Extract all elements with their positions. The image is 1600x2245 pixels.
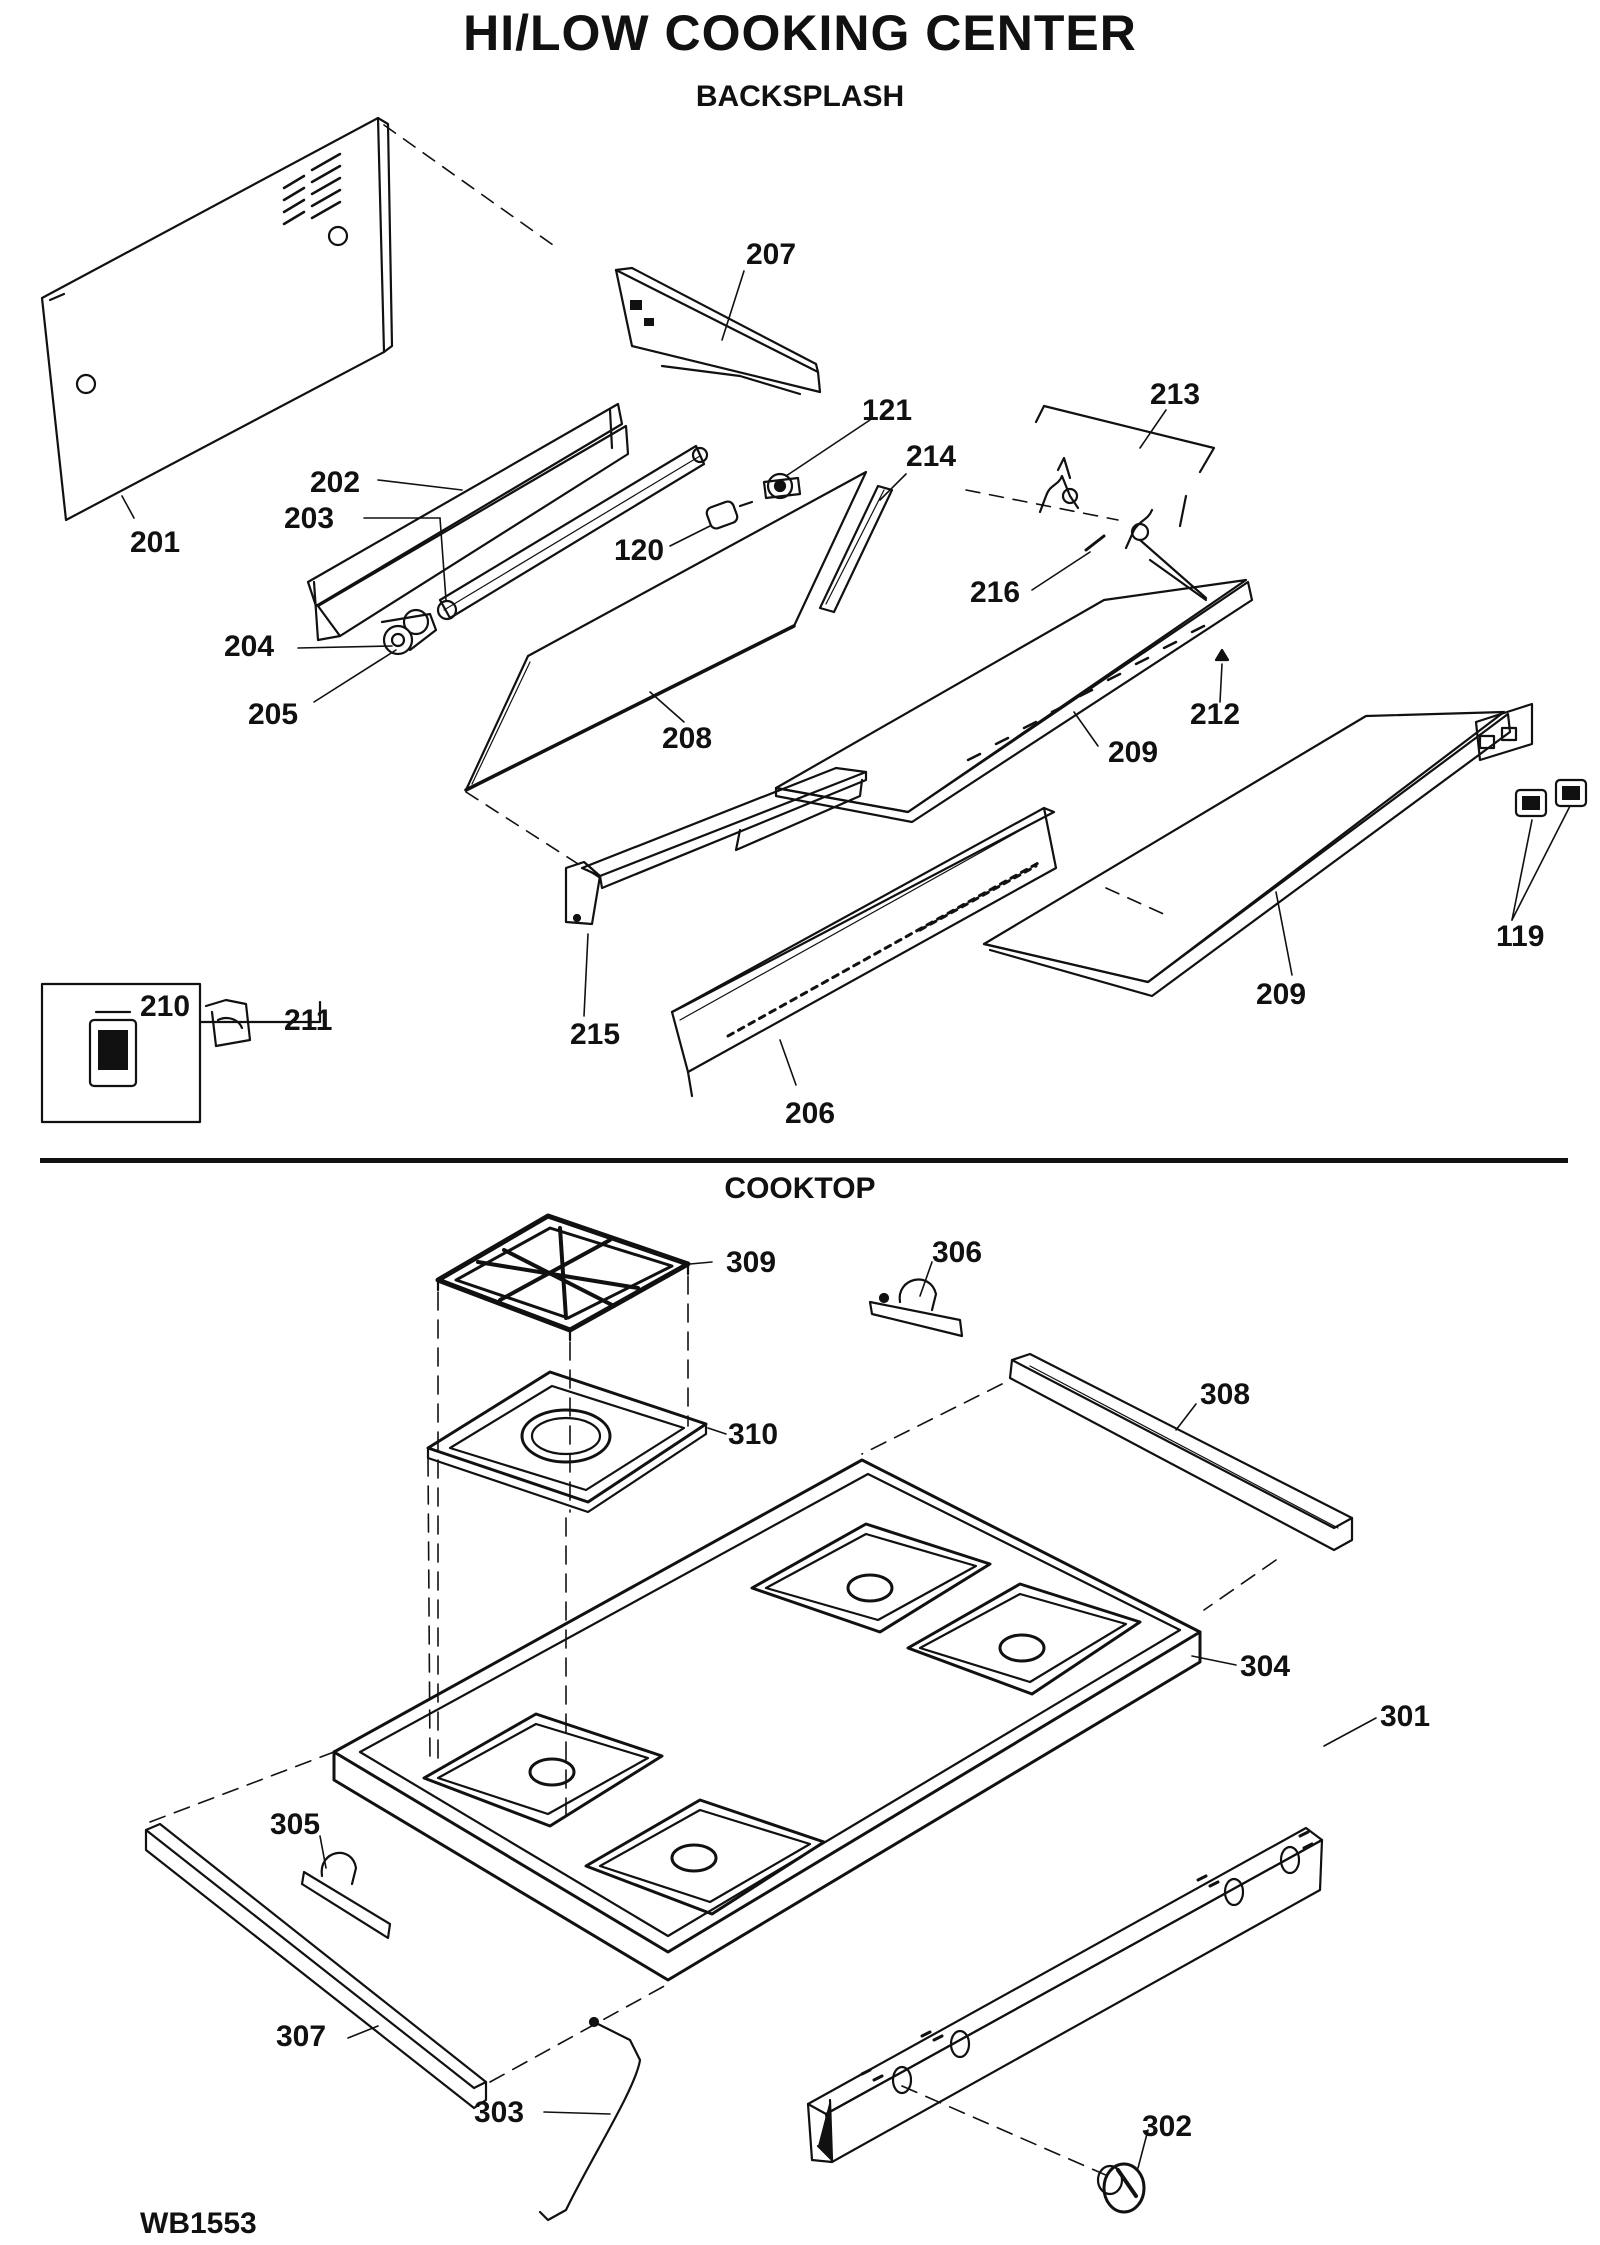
part-302-knob bbox=[1096, 2162, 1146, 2214]
part-310-drip-pan bbox=[426, 1370, 708, 1514]
label-302: 302 bbox=[1142, 2110, 1192, 2143]
part-216-screw bbox=[1084, 534, 1208, 602]
part-204-205-holder bbox=[380, 608, 438, 656]
label-310: 310 bbox=[728, 1418, 778, 1451]
label-119: 119 bbox=[1496, 920, 1544, 953]
guide-line-307b bbox=[489, 1983, 669, 2083]
part-303-wire bbox=[538, 2016, 642, 2222]
part-201-rear-panel bbox=[40, 116, 394, 522]
part-308-rear-strip bbox=[1008, 1352, 1354, 1552]
guide-line-308 bbox=[861, 1383, 1003, 1455]
label-209-upper: 209 bbox=[1108, 736, 1158, 769]
part-120-starter bbox=[705, 500, 754, 530]
label-202: 202 bbox=[310, 466, 360, 499]
section-title-backsplash: BACKSPLASH bbox=[695, 80, 905, 113]
inset-box-210-211 bbox=[40, 982, 322, 1124]
label-214: 214 bbox=[906, 440, 956, 473]
guide-line-201 bbox=[383, 124, 561, 251]
guide-line-302 bbox=[901, 2085, 1109, 2177]
label-211: 211 bbox=[284, 1004, 332, 1037]
label-304: 304 bbox=[1240, 1650, 1290, 1683]
part-209-shelf-upper bbox=[774, 578, 1254, 824]
guide-line-213 bbox=[965, 489, 1119, 521]
part-309-grate bbox=[435, 1213, 691, 1342]
part-212-screw bbox=[1214, 648, 1230, 662]
label-305: 305 bbox=[270, 1808, 320, 1841]
part-208-reflector bbox=[464, 470, 868, 792]
part-307-front-strip bbox=[144, 1822, 488, 2110]
part-121-holder bbox=[762, 472, 802, 500]
part-306-clip bbox=[868, 1278, 964, 1338]
label-210: 210 bbox=[140, 990, 190, 1023]
part-210-relay bbox=[88, 1010, 138, 1088]
label-206: 206 bbox=[785, 1097, 835, 1130]
label-209-lower: 209 bbox=[1256, 978, 1306, 1011]
part-211-clip bbox=[204, 998, 252, 1048]
guide-line-304 bbox=[1203, 1559, 1277, 1611]
label-213: 213 bbox=[1150, 378, 1200, 411]
diagram-title: HI/LOW COOKING CENTER bbox=[463, 5, 1137, 61]
label-204: 204 bbox=[224, 630, 274, 663]
part-301-control-panel bbox=[806, 1826, 1324, 2164]
label-120: 120 bbox=[614, 534, 664, 567]
leaders-cooktop bbox=[319, 1261, 1377, 2169]
label-208: 208 bbox=[662, 722, 712, 755]
label-216: 216 bbox=[970, 576, 1020, 609]
label-201: 201 bbox=[130, 526, 180, 559]
part-labels: 201 202 203 204 205 206 207 208 209 209 … bbox=[130, 238, 1544, 2143]
drawing-code: WB1553 bbox=[140, 2207, 257, 2240]
part-209-shelf-lower bbox=[982, 702, 1534, 998]
guide-line-209 bbox=[1105, 887, 1169, 917]
part-215-side-rail bbox=[564, 766, 868, 926]
label-205: 205 bbox=[248, 698, 298, 731]
part-119-switches bbox=[1514, 778, 1588, 818]
label-207: 207 bbox=[746, 238, 796, 271]
leaders-backsplash bbox=[121, 270, 1571, 1086]
guide-line-208 bbox=[465, 791, 601, 879]
label-212: 212 bbox=[1190, 698, 1240, 731]
part-207-bracket bbox=[614, 266, 822, 396]
guide-lines-grate bbox=[427, 1275, 689, 1823]
label-303: 303 bbox=[474, 2096, 524, 2129]
label-215: 215 bbox=[570, 1018, 620, 1051]
part-305-clip bbox=[300, 1851, 392, 1940]
part-202-channel bbox=[306, 402, 630, 642]
label-203: 203 bbox=[284, 502, 334, 535]
cooktop-burner-wells bbox=[422, 1522, 1142, 1916]
label-301: 301 bbox=[1380, 1700, 1430, 1733]
label-307: 307 bbox=[276, 2020, 326, 2053]
label-306: 306 bbox=[932, 1236, 982, 1269]
label-309: 309 bbox=[726, 1246, 776, 1279]
part-213-switch-group bbox=[1034, 404, 1216, 550]
guide-line-307a bbox=[149, 1751, 335, 1823]
part-203-tube bbox=[436, 444, 709, 621]
part-206-front-rail bbox=[670, 806, 1058, 1098]
part-304-cooktop bbox=[332, 1458, 1202, 1982]
section-title-cooktop: COOKTOP bbox=[724, 1172, 876, 1205]
part-214-strip bbox=[818, 484, 894, 614]
section-divider bbox=[40, 1158, 1568, 1163]
label-121: 121 bbox=[862, 394, 912, 427]
label-308: 308 bbox=[1200, 1378, 1250, 1411]
